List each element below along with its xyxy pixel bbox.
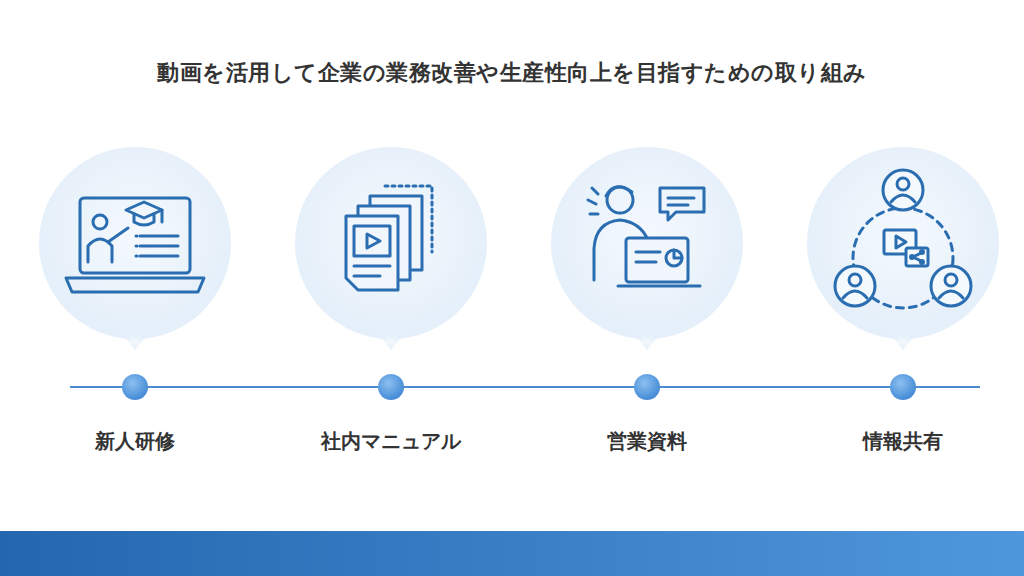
- timeline: [70, 386, 980, 388]
- title: 動画を活用して企業の業務改善や生産性向上を目指すための取り組み: [0, 58, 1024, 88]
- bubble: [39, 147, 999, 350]
- step-label: 新人研修: [95, 428, 175, 455]
- sharing-icon: [835, 170, 971, 308]
- training-icon: [66, 198, 204, 292]
- sales-icon: [588, 187, 704, 286]
- step-label: 社内マニュアル: [321, 428, 461, 455]
- timeline-dot: [122, 374, 916, 400]
- manual-icon: [346, 186, 432, 290]
- step-label: 情報共有: [863, 428, 943, 455]
- footer-band: [0, 531, 1024, 576]
- step-label: 営業資料: [607, 428, 687, 455]
